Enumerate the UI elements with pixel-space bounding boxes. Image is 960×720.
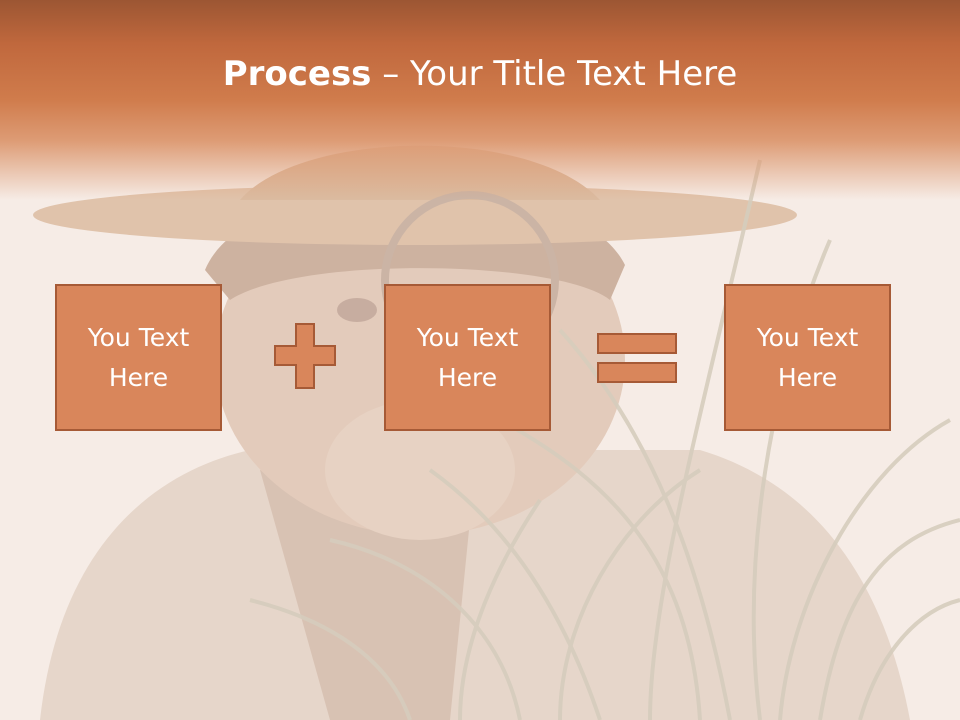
process-box-2[interactable]: You Text Here xyxy=(384,284,551,431)
title-rest: – Your Title Text Here xyxy=(371,54,738,94)
process-box-1-text: You Text Here xyxy=(87,322,190,392)
process-box-3-text: You Text Here xyxy=(756,322,859,392)
plus-icon xyxy=(274,323,336,389)
header-band xyxy=(0,0,960,200)
equals-icon xyxy=(597,333,677,383)
process-box-1[interactable]: You Text Here xyxy=(55,284,222,431)
process-box-3[interactable]: You Text Here xyxy=(724,284,891,431)
slide-title: Process – Your Title Text Here xyxy=(0,52,960,96)
process-box-2-text: You Text Here xyxy=(416,322,519,392)
title-bold: Process xyxy=(222,54,372,94)
